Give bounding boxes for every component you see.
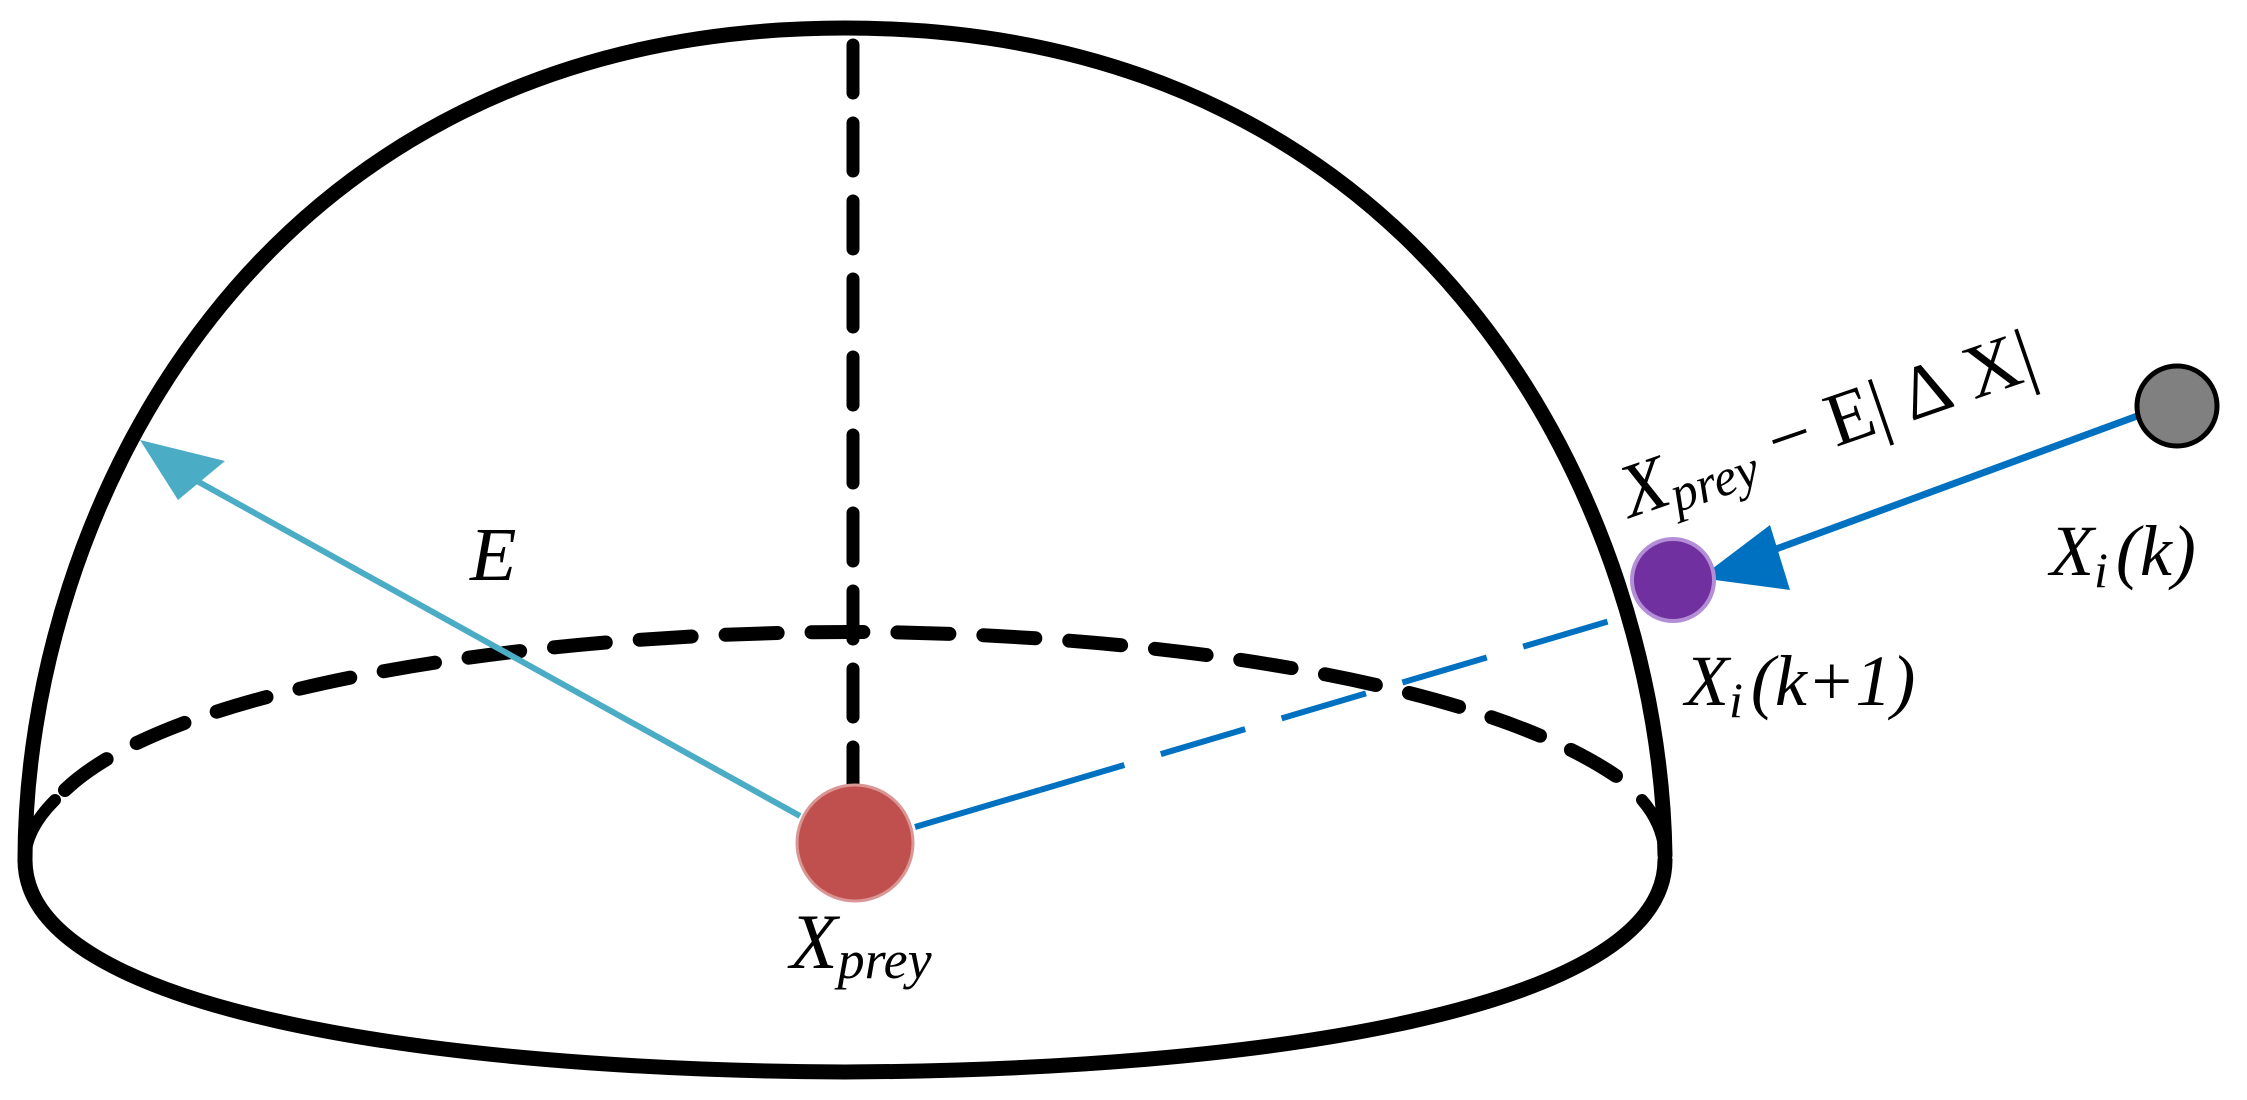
x-prey-label: Xprey bbox=[787, 898, 932, 990]
prey-point bbox=[795, 783, 915, 903]
x-prey-label-subscript: prey bbox=[834, 930, 932, 990]
old-position-point bbox=[2134, 363, 2220, 449]
new-position-point bbox=[1630, 537, 1716, 623]
xi-k1-base: X bbox=[1682, 641, 1732, 721]
hemisphere-dome-outline bbox=[17, 20, 1673, 868]
xi-k-subscript: i bbox=[2094, 542, 2108, 598]
xi-k-argument: (k) bbox=[2116, 511, 2196, 591]
move-line-dashed bbox=[1039, 612, 1631, 793]
x-prey-label-base: X bbox=[787, 898, 841, 985]
update-formula-label: Xprey − E| ∆ X| bbox=[1605, 313, 2047, 539]
left-edge-curl bbox=[19, 794, 61, 866]
move-vector-arrowhead bbox=[1700, 525, 1790, 590]
xi-k-base: X bbox=[2047, 511, 2097, 591]
xi-k1-label: Xi(k+1) bbox=[1682, 641, 1915, 728]
move-line-solid-start bbox=[914, 787, 1041, 830]
base-ellipse-front bbox=[17, 852, 1673, 1080]
xi-k-label: Xi(k) bbox=[2047, 511, 2196, 598]
xi-k1-argument: (k+1) bbox=[1751, 641, 1916, 721]
e-vector-line bbox=[168, 463, 802, 819]
xi-k1-subscript: i bbox=[1729, 672, 1743, 728]
right-edge-curl bbox=[1636, 794, 1671, 866]
e-vector-arrowhead bbox=[140, 440, 225, 500]
move-vector-line bbox=[1728, 411, 2142, 570]
e-label: E bbox=[469, 513, 516, 597]
